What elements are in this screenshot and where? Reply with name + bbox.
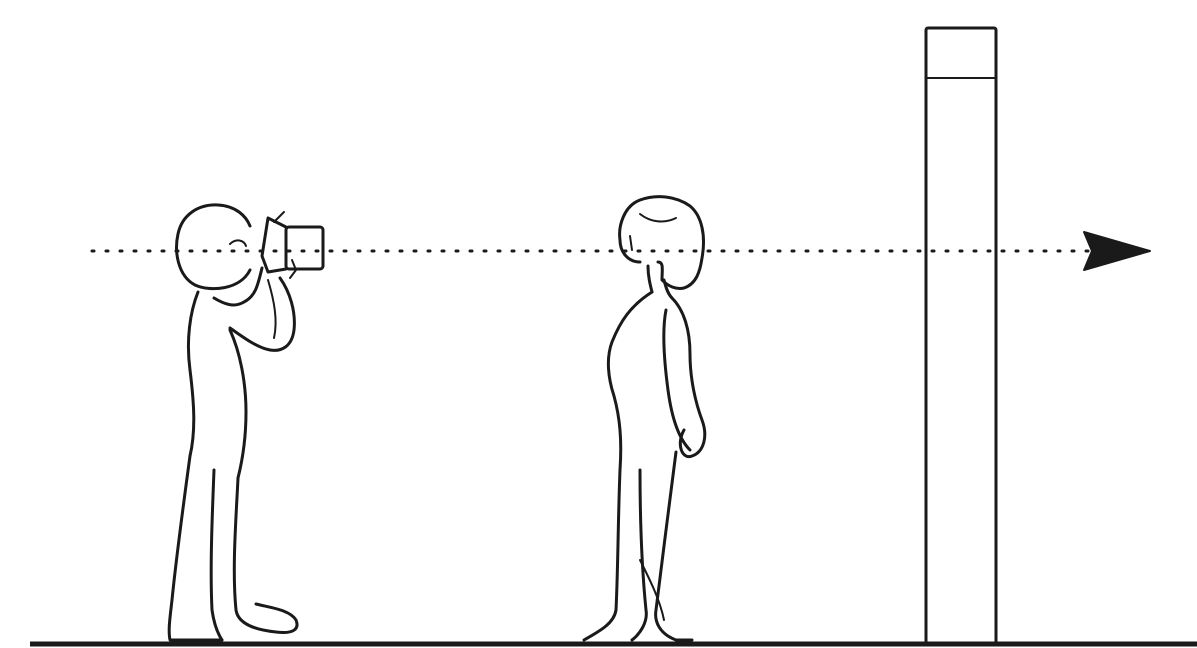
subject-figure [584, 197, 705, 640]
camera-icon [262, 212, 323, 278]
subject-head [620, 197, 704, 289]
measuring-pole [926, 28, 996, 644]
arrow-right-icon [1084, 232, 1150, 270]
photographer-figure [169, 205, 323, 640]
photographer-head [177, 205, 250, 289]
